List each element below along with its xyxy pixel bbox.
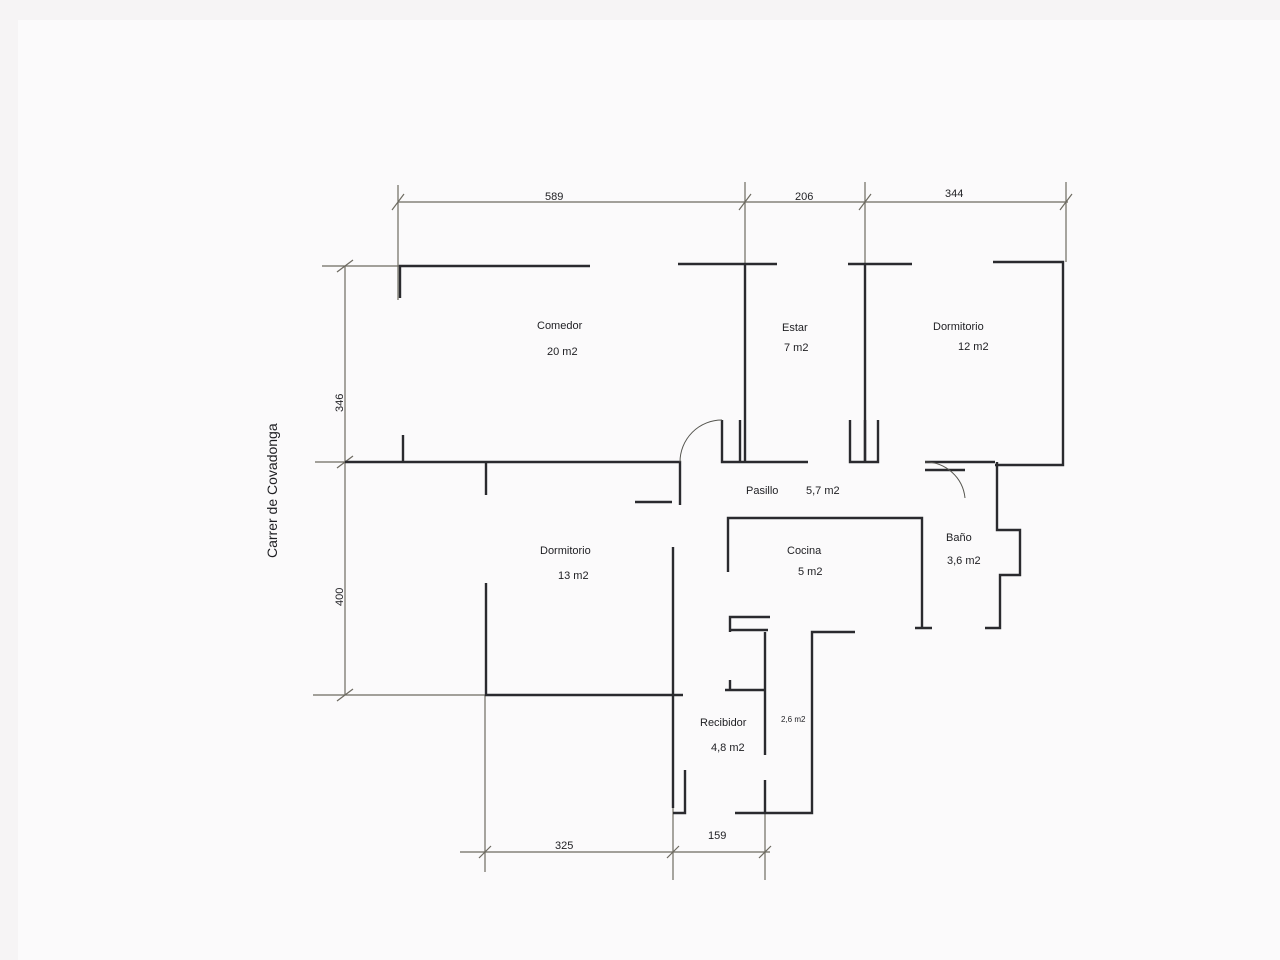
room-area: 5,7 m2 xyxy=(806,485,840,497)
room-area: 7 m2 xyxy=(784,342,808,354)
dim-bottom-1: 325 xyxy=(555,840,573,852)
dim-top-3: 344 xyxy=(945,188,963,200)
room-name: Comedor xyxy=(537,320,583,332)
room-name: Recibidor xyxy=(700,717,747,729)
room-name: Dormitorio xyxy=(933,321,984,333)
room-name: Baño xyxy=(946,532,972,544)
dimension-lines xyxy=(313,182,1073,880)
room-name: Estar xyxy=(782,322,808,334)
room-area: 12 m2 xyxy=(958,341,989,353)
dim-top-2: 206 xyxy=(795,191,813,203)
paper-sheet xyxy=(18,20,1280,960)
dim-top-1: 589 xyxy=(545,191,563,203)
dim-left-2: 400 xyxy=(334,588,346,606)
room-area: 20 m2 xyxy=(547,346,578,358)
dimension-labels: 589 206 344 346 400 325 159 Carrer de Co… xyxy=(264,188,963,852)
room-labels: Comedor 20 m2 Estar 7 m2 Dormitorio 12 m… xyxy=(537,320,989,754)
room-name: Dormitorio xyxy=(540,545,591,557)
walls xyxy=(345,260,1065,815)
small-room-area: 2,6 m2 xyxy=(781,715,806,724)
room-name: Pasillo xyxy=(746,485,778,497)
room-area: 13 m2 xyxy=(558,570,589,582)
room-area: 5 m2 xyxy=(798,566,822,578)
dim-bottom-2: 159 xyxy=(708,830,726,842)
room-name: Cocina xyxy=(787,545,822,557)
room-area: 4,8 m2 xyxy=(711,742,745,754)
street-name: Carrer de Covadonga xyxy=(264,423,280,558)
room-area: 3,6 m2 xyxy=(947,555,981,567)
dim-left-1: 346 xyxy=(334,394,346,412)
